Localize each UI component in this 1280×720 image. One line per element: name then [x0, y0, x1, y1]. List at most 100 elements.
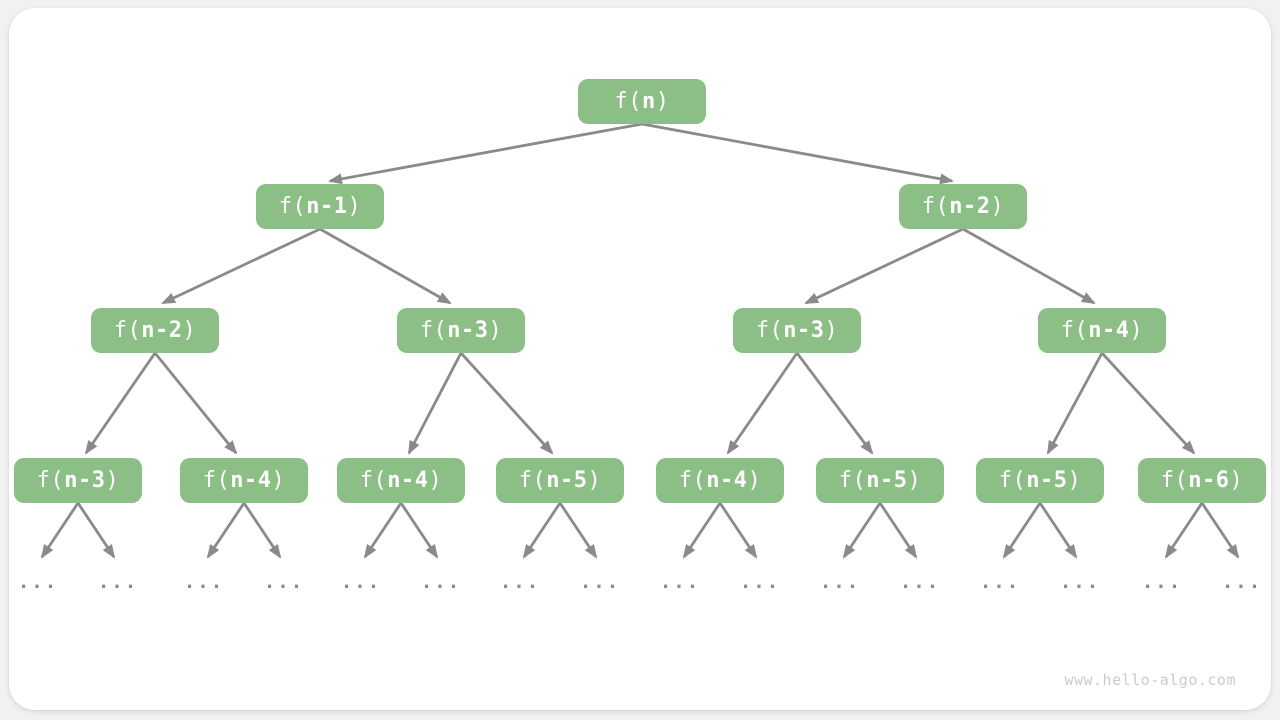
tree-node: f(n-5)	[496, 458, 624, 503]
tree-node: f(n-3)	[397, 308, 525, 353]
node-label-var: n-2	[141, 318, 183, 343]
ellipsis-label: ...	[97, 571, 139, 593]
node-label-pre: f(	[202, 468, 231, 493]
ellipsis-label: ...	[499, 571, 541, 593]
node-label-var: n-2	[949, 194, 991, 219]
watermark: www.hello-algo.com	[1064, 671, 1236, 689]
edge-arrow	[1002, 502, 1042, 559]
edge-arrow	[1100, 352, 1196, 455]
ellipsis-label: ...	[899, 571, 941, 593]
edge-arrow	[153, 352, 238, 455]
edge-arrow	[878, 502, 918, 559]
tree-node: f(n-4)	[337, 458, 465, 503]
node-label-var: n-5	[546, 468, 588, 493]
node-label-post: )	[182, 318, 197, 343]
node-label-pre: f(	[1060, 318, 1089, 343]
ellipsis-label: ...	[659, 571, 701, 593]
node-label-var: n-6	[1188, 468, 1230, 493]
node-label-post: )	[1229, 468, 1244, 493]
edge-arrow	[726, 352, 799, 455]
tree-node: f(n-2)	[91, 308, 219, 353]
edge-arrow	[319, 227, 452, 305]
edge-arrow	[84, 352, 157, 455]
node-label-pre: f(	[998, 468, 1027, 493]
tree-node: f(n-5)	[816, 458, 944, 503]
node-label-pre: f(	[838, 468, 867, 493]
node-label-post: )	[347, 194, 362, 219]
node-label-var: n-5	[866, 468, 908, 493]
node-label-post: )	[655, 89, 670, 114]
edge-arrow	[407, 352, 463, 455]
node-label-post: )	[488, 318, 503, 343]
tree-node-root: f(n)	[578, 79, 706, 124]
node-label-post: )	[990, 194, 1005, 219]
edge-arrow	[40, 502, 80, 559]
edge-arrow	[522, 502, 562, 559]
tree-node: f(n-4)	[180, 458, 308, 503]
ellipsis-label: ...	[1221, 571, 1263, 593]
node-label-pre: f(	[921, 194, 950, 219]
node-label-pre: f(	[359, 468, 388, 493]
edge-arrow	[328, 122, 643, 185]
tree-node: f(n-3)	[14, 458, 142, 503]
node-label-post: )	[747, 468, 762, 493]
node-label-pre: f(	[36, 468, 65, 493]
node-label-pre: f(	[419, 318, 448, 343]
edge-arrow	[1038, 502, 1078, 559]
node-label-var: n-4	[387, 468, 429, 493]
tree-node: f(n-4)	[1038, 308, 1166, 353]
node-label-post: )	[105, 468, 120, 493]
edge-arrow	[558, 502, 598, 559]
edge-arrow	[161, 227, 321, 305]
node-label-var: n-4	[1088, 318, 1130, 343]
edge-arrow	[1046, 352, 1104, 455]
node-label-post: )	[587, 468, 602, 493]
node-label-var: n-3	[783, 318, 825, 343]
node-label-var: n-4	[706, 468, 748, 493]
edge-arrow	[459, 352, 554, 455]
edge-arrow	[1164, 502, 1204, 559]
node-label-var: n-4	[230, 468, 272, 493]
ellipsis-label: ...	[183, 571, 225, 593]
ellipsis-label: ...	[739, 571, 781, 593]
ellipsis-label: ...	[1141, 571, 1183, 593]
ellipsis-label: ...	[579, 571, 621, 593]
node-label-var: n-5	[1026, 468, 1068, 493]
node-label-pre: f(	[113, 318, 142, 343]
ellipsis-label: ...	[819, 571, 861, 593]
node-label-pre: f(	[1160, 468, 1189, 493]
ellipsis-label: ...	[420, 571, 462, 593]
ellipsis-label: ...	[1059, 571, 1101, 593]
node-label-post: )	[428, 468, 443, 493]
node-label-pre: f(	[614, 89, 642, 114]
ellipsis-label: ...	[17, 571, 59, 593]
node-label-pre: f(	[518, 468, 547, 493]
node-label-post: )	[1067, 468, 1082, 493]
tree-node: f(n-5)	[976, 458, 1104, 503]
edge-arrow	[962, 227, 1096, 305]
ellipsis-label: ...	[340, 571, 382, 593]
tree-node: f(n-1)	[256, 184, 384, 229]
edge-arrow	[795, 352, 874, 455]
node-label-var: n-3	[64, 468, 106, 493]
edge-arrow	[718, 502, 758, 559]
node-label-post: )	[907, 468, 922, 493]
node-label-post: )	[824, 318, 839, 343]
node-label-post: )	[271, 468, 286, 493]
ellipsis-label: ...	[263, 571, 305, 593]
node-label-var: n-3	[447, 318, 489, 343]
tree-node: f(n-6)	[1138, 458, 1266, 503]
tree-node: f(n-3)	[733, 308, 861, 353]
edge-arrow	[641, 122, 954, 185]
tree-node: f(n-2)	[899, 184, 1027, 229]
edge-arrow	[242, 502, 282, 559]
node-label-var: n-1	[306, 194, 348, 219]
edge-arrow	[682, 502, 722, 559]
node-label-post: )	[1129, 318, 1144, 343]
edge-arrow	[206, 502, 246, 559]
node-label-pre: f(	[678, 468, 707, 493]
tree-node: f(n-4)	[656, 458, 784, 503]
node-label-pre: f(	[755, 318, 784, 343]
ellipsis-label: ...	[979, 571, 1021, 593]
